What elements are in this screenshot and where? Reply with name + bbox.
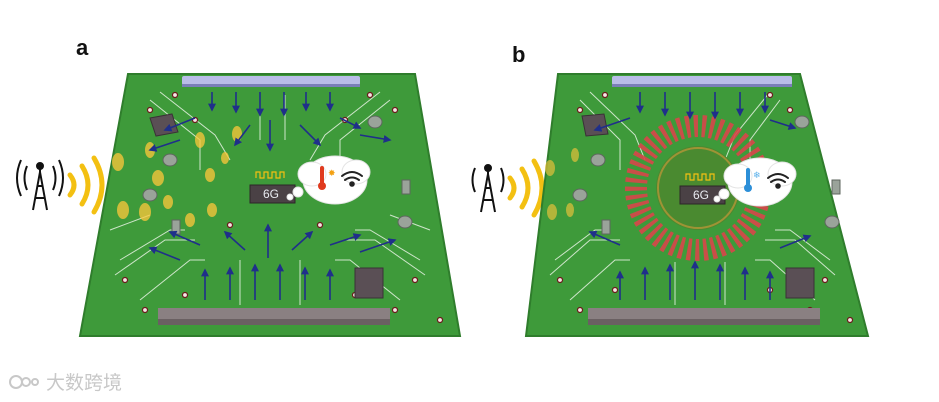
panel-a: a [0, 0, 470, 402]
processor-chip [582, 114, 608, 136]
6g-chip-label: 6G [263, 187, 279, 201]
top-heat-sink-bar [182, 76, 360, 87]
svg-text:✸: ✸ [328, 169, 336, 179]
top-heat-sink-bar [612, 76, 792, 87]
processor-chip [355, 268, 383, 298]
svg-text:❄: ❄ [753, 171, 761, 181]
panel-a-diagram: ✸ [0, 0, 470, 402]
signal-tower-icon [17, 160, 63, 210]
processor-chip [786, 268, 814, 298]
radio-waves-icon [70, 158, 102, 212]
watermark-logo-icon [8, 373, 42, 391]
panel-b: b [470, 0, 939, 402]
watermark-text: 大数跨境 [46, 368, 122, 395]
bottom-heat-sink-bar [158, 308, 390, 325]
signal-tower-icon [473, 165, 504, 212]
bottom-heat-sink-bar [588, 308, 820, 325]
circuit-board [80, 74, 460, 336]
watermark: 大数跨境 [8, 368, 122, 395]
6g-chip-label: 6G [693, 188, 709, 202]
radio-waves-icon [510, 161, 542, 215]
